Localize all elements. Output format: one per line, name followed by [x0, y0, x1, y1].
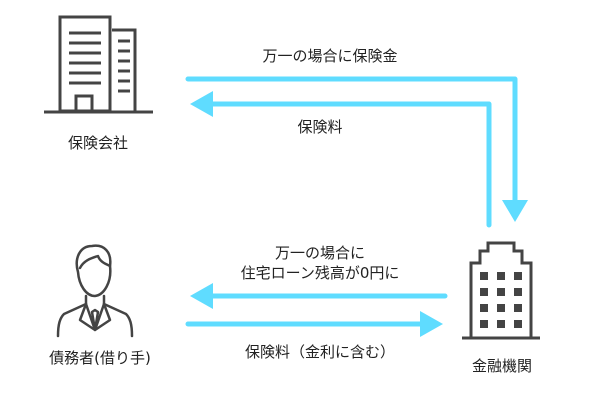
businessman-icon [56, 244, 134, 338]
bank-building-icon [462, 241, 540, 340]
node-label-insurer: 保険会社 [67, 134, 128, 152]
flow-label-balance-line1: 万一の場合に [274, 244, 365, 262]
arrow-debtor-to-bank [185, 311, 443, 337]
arrow-bank-to-insurer [190, 91, 492, 228]
flow-label-premium: 保険料 [297, 118, 343, 136]
office-building-icon [44, 15, 153, 114]
node-label-debtor: 債務者(借り手) [49, 349, 151, 367]
flow-label-premium-interest: 保険料（金利に含む） [244, 343, 395, 361]
flow-label-payout: 万一の場合に保険金 [262, 47, 398, 65]
node-label-bank: 金融機関 [471, 357, 532, 375]
flow-label-balance-line2: 住宅ローン残高が0円に [240, 264, 400, 282]
arrow-insurer-to-bank [185, 76, 528, 222]
arrow-bank-to-debtor [190, 283, 448, 309]
